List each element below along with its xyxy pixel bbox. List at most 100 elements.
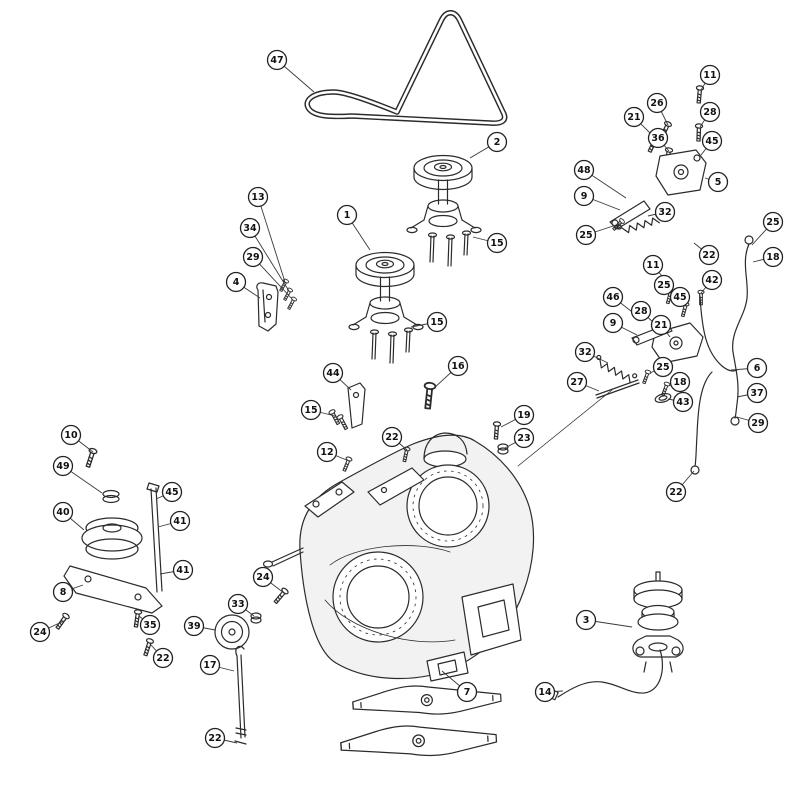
callout-number: 9	[581, 191, 588, 202]
callout-25: 25	[653, 274, 675, 296]
callout-40: 40	[52, 501, 74, 523]
callout-37: 37	[746, 382, 768, 404]
callout-13: 13	[247, 186, 269, 208]
callout-41: 41	[172, 559, 194, 581]
callout-number: 29	[751, 418, 764, 429]
callout-number: 33	[231, 599, 244, 610]
callout-number: 32	[658, 207, 671, 218]
callout-leader-34	[249, 227, 290, 292]
callout-number: 41	[176, 565, 189, 576]
callout-33: 33	[227, 593, 249, 615]
callout-8: 8	[52, 581, 74, 603]
callout-18: 18	[762, 246, 784, 268]
callout-number: 18	[766, 252, 780, 263]
callout-number: 43	[676, 397, 689, 408]
control-cable	[517, 235, 754, 475]
drive-belt	[304, 10, 508, 126]
callout-15: 15	[300, 399, 322, 421]
callout-number: 45	[165, 487, 178, 498]
callout-15: 15	[486, 232, 508, 254]
callout-49: 49	[52, 455, 74, 477]
mower-blade-lower	[339, 720, 498, 761]
callout-21: 21	[623, 106, 645, 128]
callout-22: 22	[152, 647, 174, 669]
callout-number: 27	[570, 377, 583, 388]
callout-number: 42	[705, 275, 718, 286]
callout-number: 35	[143, 620, 156, 631]
callout-25: 25	[762, 211, 784, 233]
callout-32: 32	[654, 201, 676, 223]
callout-9: 9	[573, 185, 595, 207]
callout-41: 41	[169, 510, 191, 532]
callout-36: 36	[647, 127, 669, 149]
callout-22: 22	[665, 481, 687, 503]
callout-39: 39	[183, 615, 205, 637]
callout-28: 28	[630, 300, 652, 322]
callout-number: 7	[464, 687, 471, 698]
callout-number: 6	[754, 363, 761, 374]
callout-number: 22	[385, 432, 398, 443]
callout-number: 22	[702, 250, 715, 261]
callout-17: 17	[199, 654, 221, 676]
callout-number: 48	[577, 165, 591, 176]
callout-number: 14	[538, 687, 552, 698]
callout-26: 26	[646, 92, 668, 114]
callout-45: 45	[161, 481, 183, 503]
callout-number: 13	[251, 192, 264, 203]
callout-number: 22	[669, 487, 682, 498]
callout-number: 15	[490, 238, 503, 249]
callout-number: 4	[233, 277, 240, 288]
roller-wheel-assembly	[214, 586, 290, 650]
callout-number: 24	[33, 627, 47, 638]
mower-blade-upper	[351, 680, 503, 720]
callout-number: 17	[203, 660, 216, 671]
callout-number: 29	[246, 252, 259, 263]
callout-number: 40	[56, 507, 70, 518]
callout-9: 9	[602, 312, 624, 334]
callout-number: 45	[673, 292, 686, 303]
callout-27: 27	[566, 371, 588, 393]
callout-number: 3	[583, 615, 590, 626]
callout-number: 11	[646, 260, 659, 271]
callout-44: 44	[322, 362, 344, 384]
callout-number: 36	[651, 133, 665, 144]
callout-number: 1	[344, 210, 351, 221]
callout-28: 28	[699, 101, 721, 123]
callout-number: 32	[578, 347, 591, 358]
gauge-wheel-assembly	[53, 446, 163, 657]
callout-leader-13	[257, 196, 286, 283]
callout-16: 16	[447, 355, 469, 377]
callout-number: 25	[766, 217, 779, 228]
callout-32: 32	[574, 341, 596, 363]
callout-4: 4	[225, 271, 247, 293]
mower-deck	[262, 432, 535, 682]
callout-number: 2	[494, 137, 501, 148]
callout-number: 41	[173, 516, 186, 527]
callout-number: 23	[517, 433, 530, 444]
adjustment-rod	[234, 645, 247, 745]
callout-42: 42	[701, 269, 723, 291]
pulley-spindle-assembly	[632, 571, 684, 673]
callout-number: 37	[750, 388, 763, 399]
callout-number: 21	[654, 320, 667, 331]
callout-34: 34	[239, 217, 261, 239]
callout-number: 25	[579, 230, 592, 241]
spindle-assembly-right	[406, 154, 482, 267]
callout-number: 34	[243, 223, 257, 234]
callout-number: 39	[187, 621, 200, 632]
callout-29: 29	[747, 412, 769, 434]
callout-number: 16	[451, 361, 465, 372]
callout-3: 3	[575, 609, 597, 631]
callout-number: 12	[320, 447, 333, 458]
callout-number: 8	[60, 587, 67, 598]
callout-number: 9	[610, 318, 617, 329]
callout-number: 22	[208, 733, 221, 744]
callout-45: 45	[669, 286, 691, 308]
callout-25: 25	[652, 356, 674, 378]
callout-29: 29	[242, 246, 264, 268]
callout-22: 22	[204, 727, 226, 749]
callout-number: 21	[627, 112, 640, 123]
callout-24: 24	[29, 621, 51, 643]
